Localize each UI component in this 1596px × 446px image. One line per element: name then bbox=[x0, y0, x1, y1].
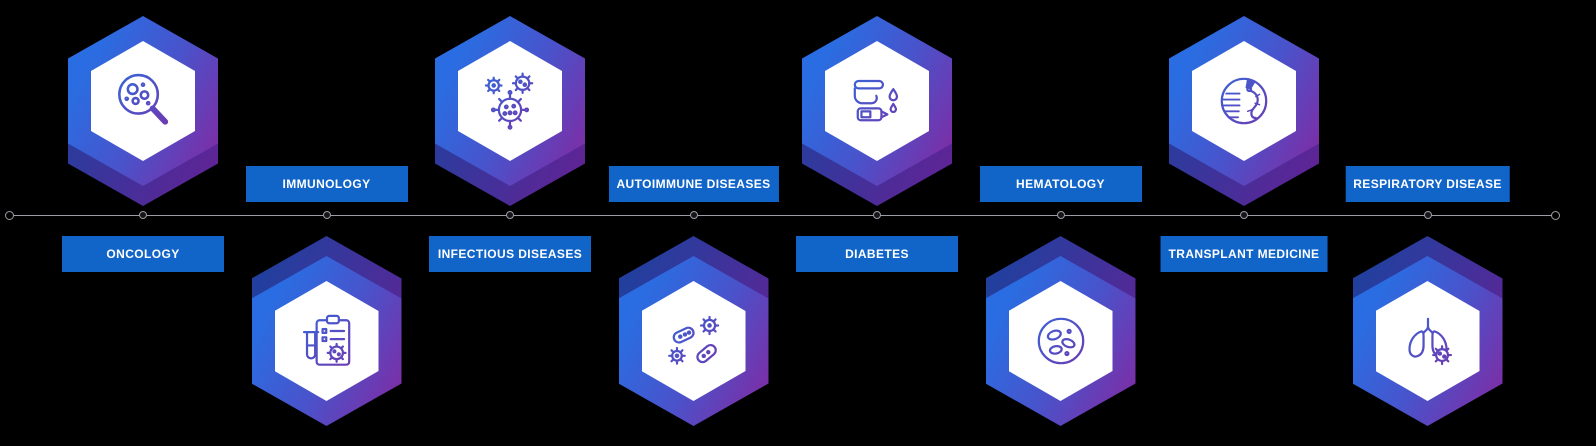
timeline-item-oncology: ONCOLOGY bbox=[62, 0, 224, 446]
infectious-virus-cluster-icon bbox=[473, 64, 547, 138]
autoimmune-bacteria-virus-icon bbox=[657, 304, 731, 378]
timeline-item-diabetes: DIABETES bbox=[796, 0, 958, 446]
transplant-dish-organism-icon bbox=[1207, 64, 1281, 138]
item-label: RESPIRATORY DISEASE bbox=[1345, 166, 1510, 202]
timeline-node-dot bbox=[689, 211, 698, 219]
item-label: AUTOIMMUNE DISEASES bbox=[608, 166, 779, 202]
item-label: INFECTIOUS DISEASES bbox=[429, 236, 591, 272]
item-label-box: HEMATOLOGY bbox=[979, 166, 1142, 202]
item-label-box: ONCOLOGY bbox=[62, 236, 224, 272]
timeline-node-dot bbox=[322, 211, 331, 219]
timeline-node-dot bbox=[873, 211, 881, 219]
timeline-node-dot bbox=[1240, 211, 1248, 219]
hexagon-icon-panel bbox=[274, 281, 379, 401]
item-label: TRANSPLANT MEDICINE bbox=[1160, 236, 1328, 272]
timeline-item-transplant-medicine: TRANSPLANT MEDICINE bbox=[1160, 0, 1328, 446]
timeline-item-autoimmune-diseases: AUTOIMMUNE DISEASES bbox=[608, 0, 779, 446]
timeline-item-hematology: HEMATOLOGY bbox=[979, 0, 1142, 446]
timeline-node-dot bbox=[506, 211, 514, 219]
item-label: IMMUNOLOGY bbox=[245, 166, 408, 202]
item-label-box: RESPIRATORY DISEASE bbox=[1345, 166, 1510, 202]
item-label-box: IMMUNOLOGY bbox=[245, 166, 408, 202]
timeline-item-immunology: IMMUNOLOGY bbox=[245, 0, 408, 446]
timeline-node-dot bbox=[1423, 211, 1432, 219]
timeline-node-dot bbox=[139, 211, 147, 219]
item-label-box: DIABETES bbox=[796, 236, 958, 272]
timeline-item-infectious-diseases: INFECTIOUS DISEASES bbox=[429, 0, 591, 446]
item-label: ONCOLOGY bbox=[62, 236, 224, 272]
diabetes-hand-glucose-icon bbox=[840, 64, 914, 138]
item-label: DIABETES bbox=[796, 236, 958, 272]
item-label: HEMATOLOGY bbox=[979, 166, 1142, 202]
hexagon-icon-panel bbox=[1375, 281, 1480, 401]
timeline-end-cap bbox=[1551, 211, 1560, 220]
item-label-box: INFECTIOUS DISEASES bbox=[429, 236, 591, 272]
timeline-axis-line bbox=[14, 215, 1552, 216]
timeline-item-respiratory-disease: RESPIRATORY DISEASE bbox=[1345, 0, 1510, 446]
timeline-node-dot bbox=[1056, 211, 1065, 219]
timeline-start-cap bbox=[5, 211, 14, 220]
item-label-box: AUTOIMMUNE DISEASES bbox=[608, 166, 779, 202]
item-label-box: TRANSPLANT MEDICINE bbox=[1160, 236, 1328, 272]
immunology-clipboard-testtube-icon bbox=[290, 304, 364, 378]
hexagon-icon-panel bbox=[1008, 281, 1113, 401]
respiratory-lungs-virus-icon bbox=[1391, 304, 1465, 378]
hematology-blood-cells-icon bbox=[1024, 304, 1098, 378]
oncology-magnifier-cells-icon bbox=[106, 64, 180, 138]
hexagon-icon-panel bbox=[1192, 41, 1296, 161]
